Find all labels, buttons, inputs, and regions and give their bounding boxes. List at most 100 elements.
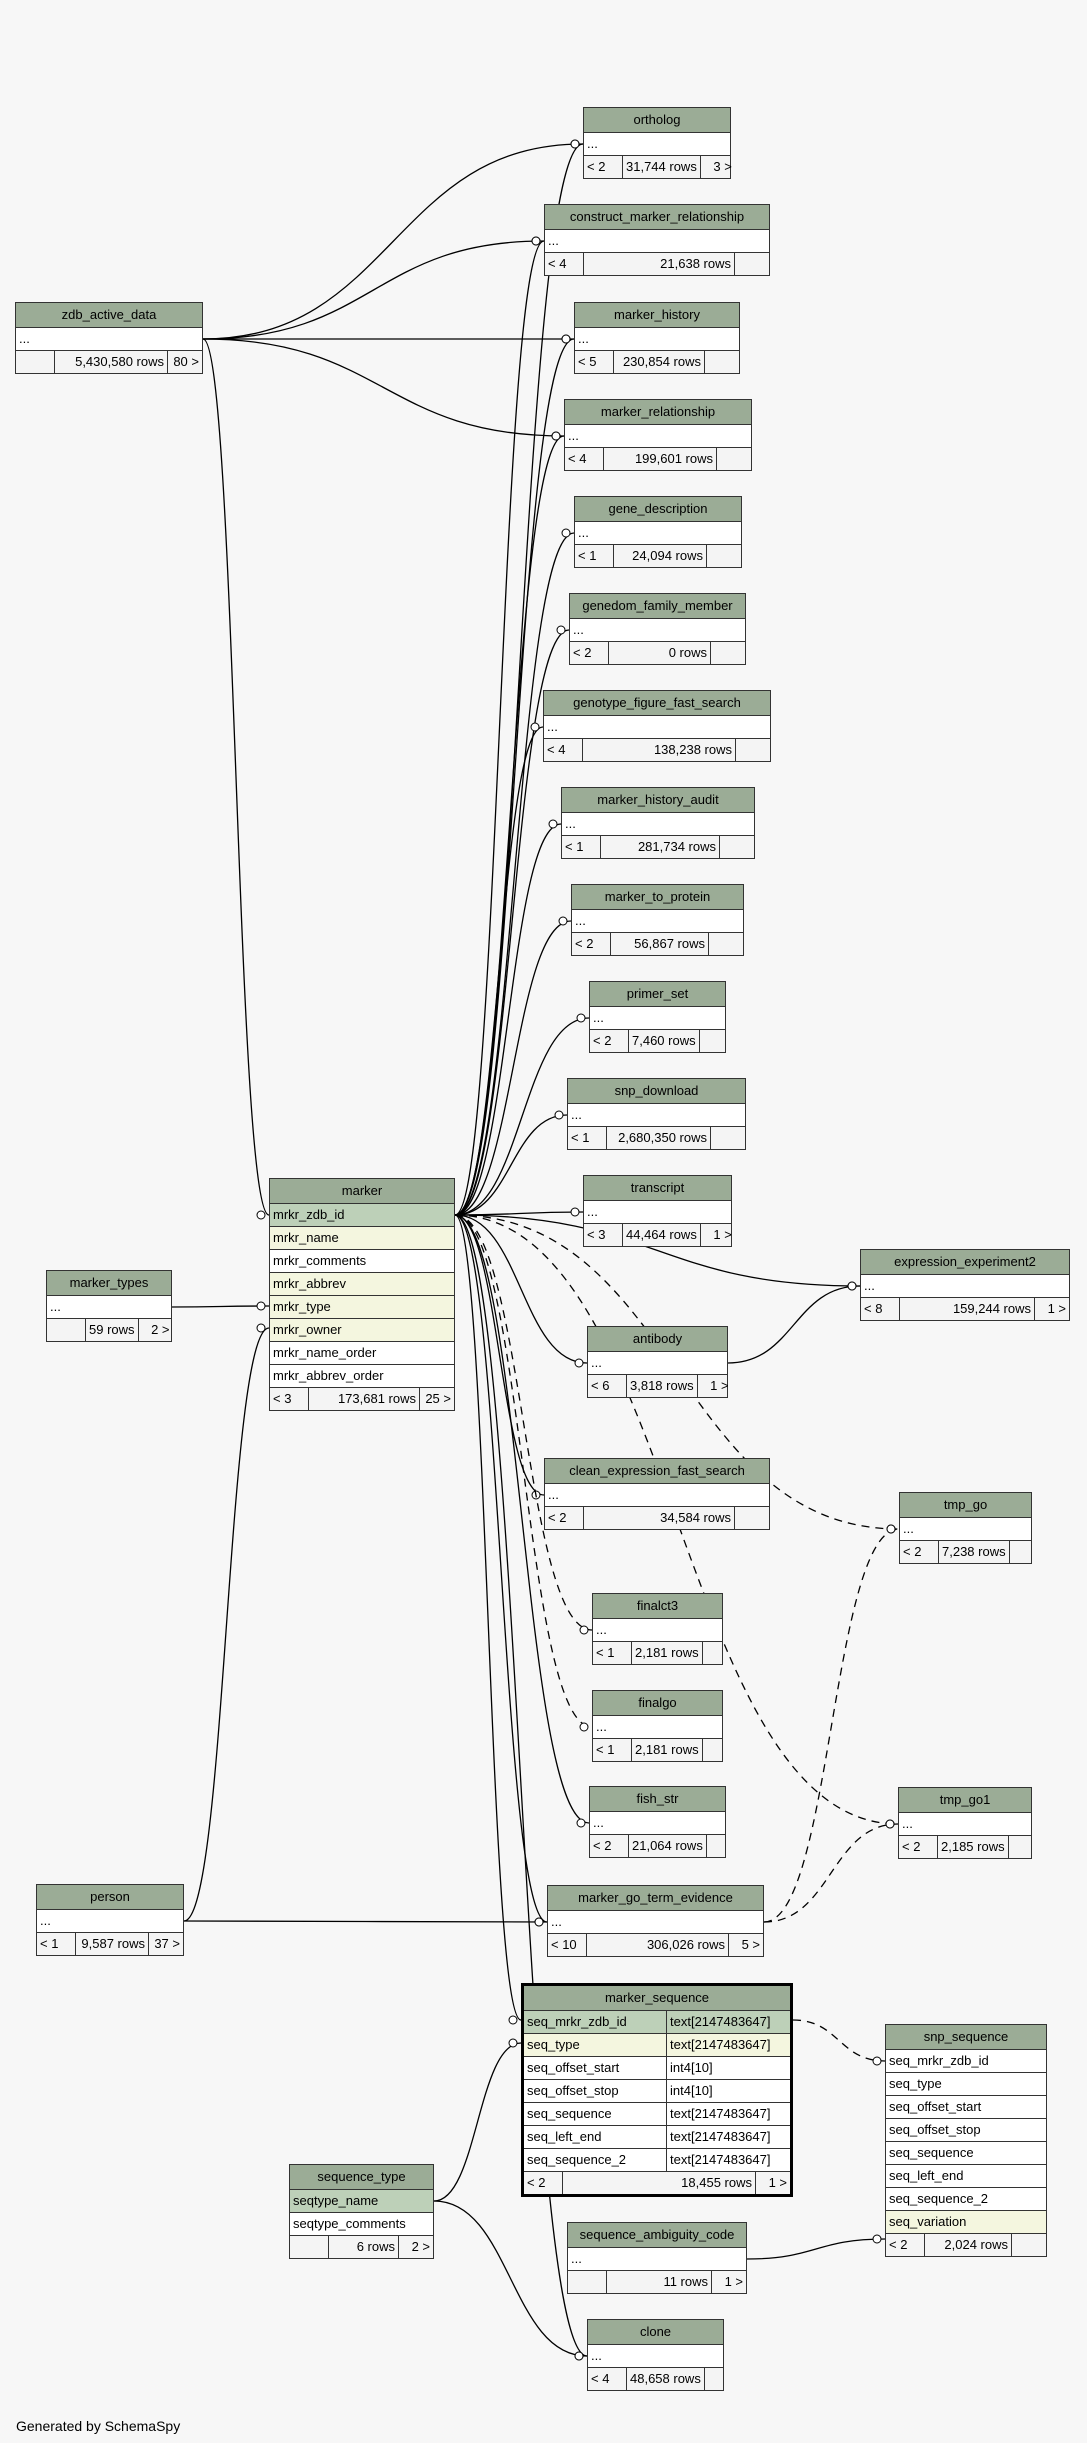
column-row[interactable]: seq_left_end (886, 2165, 1046, 2188)
parents-count[interactable]: < 2 (570, 642, 609, 664)
column-row[interactable]: ... (590, 1007, 725, 1030)
children-count[interactable]: 1 > (768, 2175, 787, 2190)
column-row[interactable]: mrkr_name (270, 1227, 454, 1250)
column-row[interactable]: ... (37, 1910, 183, 1933)
column-row[interactable]: seq_offset_stop (886, 2119, 1046, 2142)
children-count[interactable] (703, 1642, 737, 1664)
table-title[interactable]: sequence_type (290, 2165, 433, 2190)
table-title[interactable]: clone (588, 2320, 723, 2345)
children-count[interactable]: 80 > (173, 354, 199, 369)
table-title[interactable]: ortholog (584, 108, 730, 133)
parents-count[interactable] (47, 1319, 86, 1341)
table-title[interactable]: tmp_go1 (899, 1788, 1031, 1813)
children-count[interactable]: 5 > (741, 1937, 760, 1952)
column-row[interactable]: ... (572, 910, 743, 933)
children-count[interactable] (1012, 2234, 1046, 2256)
children-count[interactable] (735, 253, 769, 275)
column-row[interactable]: seqtype_comments (290, 2213, 433, 2236)
table-title[interactable]: zdb_active_data (16, 303, 202, 328)
table-title[interactable]: finalgo (593, 1691, 722, 1716)
column-row[interactable]: seq_type (886, 2073, 1046, 2096)
column-row[interactable]: ... (568, 2248, 746, 2271)
column-row[interactable]: ... (588, 1352, 727, 1375)
children-count[interactable] (703, 1739, 737, 1761)
table-title[interactable]: transcript (584, 1176, 731, 1201)
parents-count[interactable]: < 1 (593, 1739, 632, 1761)
column-row[interactable]: ... (562, 813, 754, 836)
parents-count[interactable]: < 1 (575, 545, 614, 567)
column-row[interactable]: seq_sequence_2 (886, 2188, 1046, 2211)
parents-count[interactable]: < 2 (524, 2172, 563, 2194)
table-title[interactable]: marker_types (47, 1271, 171, 1296)
children-count[interactable] (711, 642, 745, 664)
parents-count[interactable]: < 4 (565, 448, 604, 470)
parents-count[interactable]: < 2 (545, 1507, 584, 1529)
parents-count[interactable]: < 4 (544, 739, 583, 761)
column-row[interactable]: ... (545, 230, 769, 253)
parents-count[interactable]: < 4 (588, 2368, 627, 2390)
column-row[interactable]: ... (568, 1104, 745, 1127)
children-count[interactable]: 1 > (1047, 1301, 1066, 1316)
parents-count[interactable]: < 2 (584, 156, 623, 178)
column-row[interactable]: ... (575, 328, 739, 351)
parents-count[interactable]: < 1 (37, 1933, 76, 1955)
parents-count[interactable]: < 3 (584, 1224, 623, 1246)
parents-count[interactable]: < 3 (270, 1388, 309, 1410)
column-row[interactable]: ... (900, 1518, 1031, 1541)
children-count[interactable]: 25 > (425, 1391, 451, 1406)
parents-count[interactable]: < 2 (900, 1541, 939, 1563)
column-row[interactable]: ... (570, 619, 745, 642)
children-count[interactable] (720, 836, 754, 858)
table-title[interactable]: primer_set (590, 982, 725, 1007)
children-count[interactable] (700, 1030, 734, 1052)
table-title[interactable]: person (37, 1885, 183, 1910)
children-count[interactable] (709, 933, 743, 955)
children-count[interactable] (707, 545, 741, 567)
column-row[interactable]: ... (565, 425, 751, 448)
column-row[interactable]: ... (584, 133, 730, 156)
table-title[interactable]: marker_to_protein (572, 885, 743, 910)
column-row[interactable]: ... (544, 716, 770, 739)
parents-count[interactable]: < 4 (545, 253, 584, 275)
children-count[interactable]: 1 > (724, 2274, 743, 2289)
children-count[interactable] (711, 1127, 745, 1149)
table-title[interactable]: marker_history (575, 303, 739, 328)
column-row[interactable]: ... (575, 522, 741, 545)
parents-count[interactable]: < 2 (899, 1836, 938, 1858)
column-row[interactable]: mrkr_abbrev_order (270, 1365, 454, 1388)
parents-count[interactable]: < 1 (568, 1127, 607, 1149)
column-row[interactable]: mrkr_type (270, 1296, 454, 1319)
column-row[interactable]: ... (590, 1812, 725, 1835)
column-row[interactable]: mrkr_zdb_id (270, 1204, 454, 1227)
parents-count[interactable]: < 1 (593, 1642, 632, 1664)
children-count[interactable] (1010, 1541, 1044, 1563)
column-row[interactable]: ... (593, 1619, 722, 1642)
table-title[interactable]: construct_marker_relationship (545, 205, 769, 230)
